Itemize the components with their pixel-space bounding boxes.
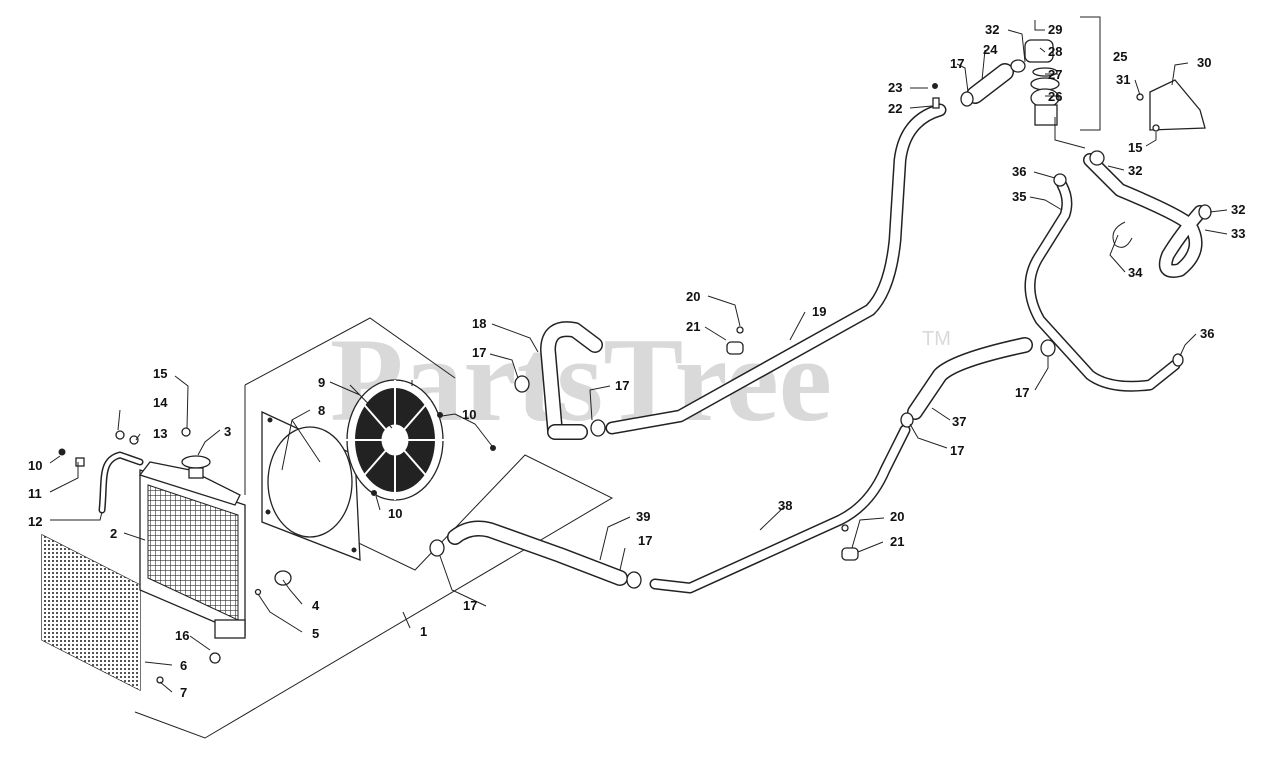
clamp-11 [75, 457, 85, 467]
callout-28: 28 [1048, 44, 1062, 59]
callout-19: 19 [812, 304, 826, 319]
callout-33: 33 [1231, 226, 1245, 241]
callout-15b: 15 [1128, 140, 1142, 155]
callout-29: 29 [1048, 22, 1062, 37]
callout-6: 6 [180, 658, 187, 673]
callout-20b: 20 [890, 509, 904, 524]
callout-36a: 36 [1012, 164, 1026, 179]
radiator-screen [41, 533, 141, 692]
callout-24: 24 [983, 42, 998, 57]
screw-10 [58, 448, 66, 456]
callout-1: 1 [420, 624, 427, 639]
callout-15a: 15 [153, 366, 167, 381]
nut-15 [181, 427, 191, 437]
callout-20a: 20 [686, 289, 700, 304]
callout-11: 11 [28, 486, 42, 501]
mount-16 [209, 652, 221, 664]
hose-clamps [429, 83, 1212, 589]
callout-25: 25 [1113, 49, 1127, 64]
callout-10a: 10 [462, 407, 476, 422]
callout-31: 31 [1116, 72, 1130, 87]
callout-10c: 10 [28, 458, 42, 473]
callout-labels: 1 2 3 4 5 6 7 8 9 10 10 10 10 11 12 13 1… [28, 22, 1245, 700]
callout-22: 22 [888, 101, 902, 116]
callout-27: 27 [1048, 67, 1062, 82]
mount-bracket [1149, 79, 1206, 131]
callout-30: 30 [1197, 55, 1211, 70]
hose-35 [1024, 179, 1181, 392]
callout-12: 12 [28, 514, 42, 529]
callout-5: 5 [312, 626, 319, 641]
bracket-25 [1080, 16, 1101, 131]
thermostat-housing [1010, 39, 1060, 126]
callout-8: 8 [318, 403, 325, 418]
callout-21b: 21 [890, 534, 904, 549]
callout-23: 23 [888, 80, 902, 95]
radiator-cap [181, 455, 211, 479]
callout-32b: 32 [1128, 163, 1142, 178]
watermark-tm: TM [922, 328, 951, 350]
callout-18: 18 [472, 316, 486, 331]
callout-3: 3 [224, 424, 231, 439]
callout-16: 16 [175, 628, 189, 643]
callout-14: 14 [153, 395, 168, 410]
callout-34: 34 [1128, 265, 1143, 280]
callout-17a: 17 [472, 345, 486, 360]
clamp-34 [1112, 221, 1133, 248]
callout-36b: 36 [1200, 326, 1214, 341]
callout-37: 37 [952, 414, 966, 429]
grommet-4 [274, 570, 292, 586]
assembly-outline-bottom [134, 454, 614, 739]
assembly-outline-top [244, 317, 456, 386]
callout-13: 13 [153, 426, 167, 441]
callout-26: 26 [1048, 89, 1062, 104]
callout-2: 2 [110, 526, 117, 541]
washer-5 [254, 588, 262, 596]
callout-17b: 17 [615, 378, 629, 393]
callout-17c: 17 [463, 598, 477, 613]
screw-7 [156, 676, 164, 684]
hex-nut-14 [115, 430, 125, 440]
leader-lines [49, 20, 1228, 693]
callout-17d: 17 [638, 533, 652, 548]
callout-7: 7 [180, 685, 187, 700]
callout-21a: 21 [686, 319, 700, 334]
callout-38: 38 [778, 498, 792, 513]
cooling-fan [345, 379, 496, 501]
callout-10b: 10 [388, 506, 402, 521]
callout-32a: 32 [985, 22, 999, 37]
callout-17e: 17 [950, 443, 964, 458]
callout-32c: 32 [1231, 202, 1245, 217]
callout-35: 35 [1012, 189, 1026, 204]
washer-13 [129, 435, 139, 445]
callout-9: 9 [318, 375, 325, 390]
callout-39: 39 [636, 509, 650, 524]
callout-4: 4 [312, 598, 320, 613]
callout-17f: 17 [1015, 385, 1029, 400]
callout-17g: 17 [950, 56, 964, 71]
radiator [138, 461, 246, 639]
